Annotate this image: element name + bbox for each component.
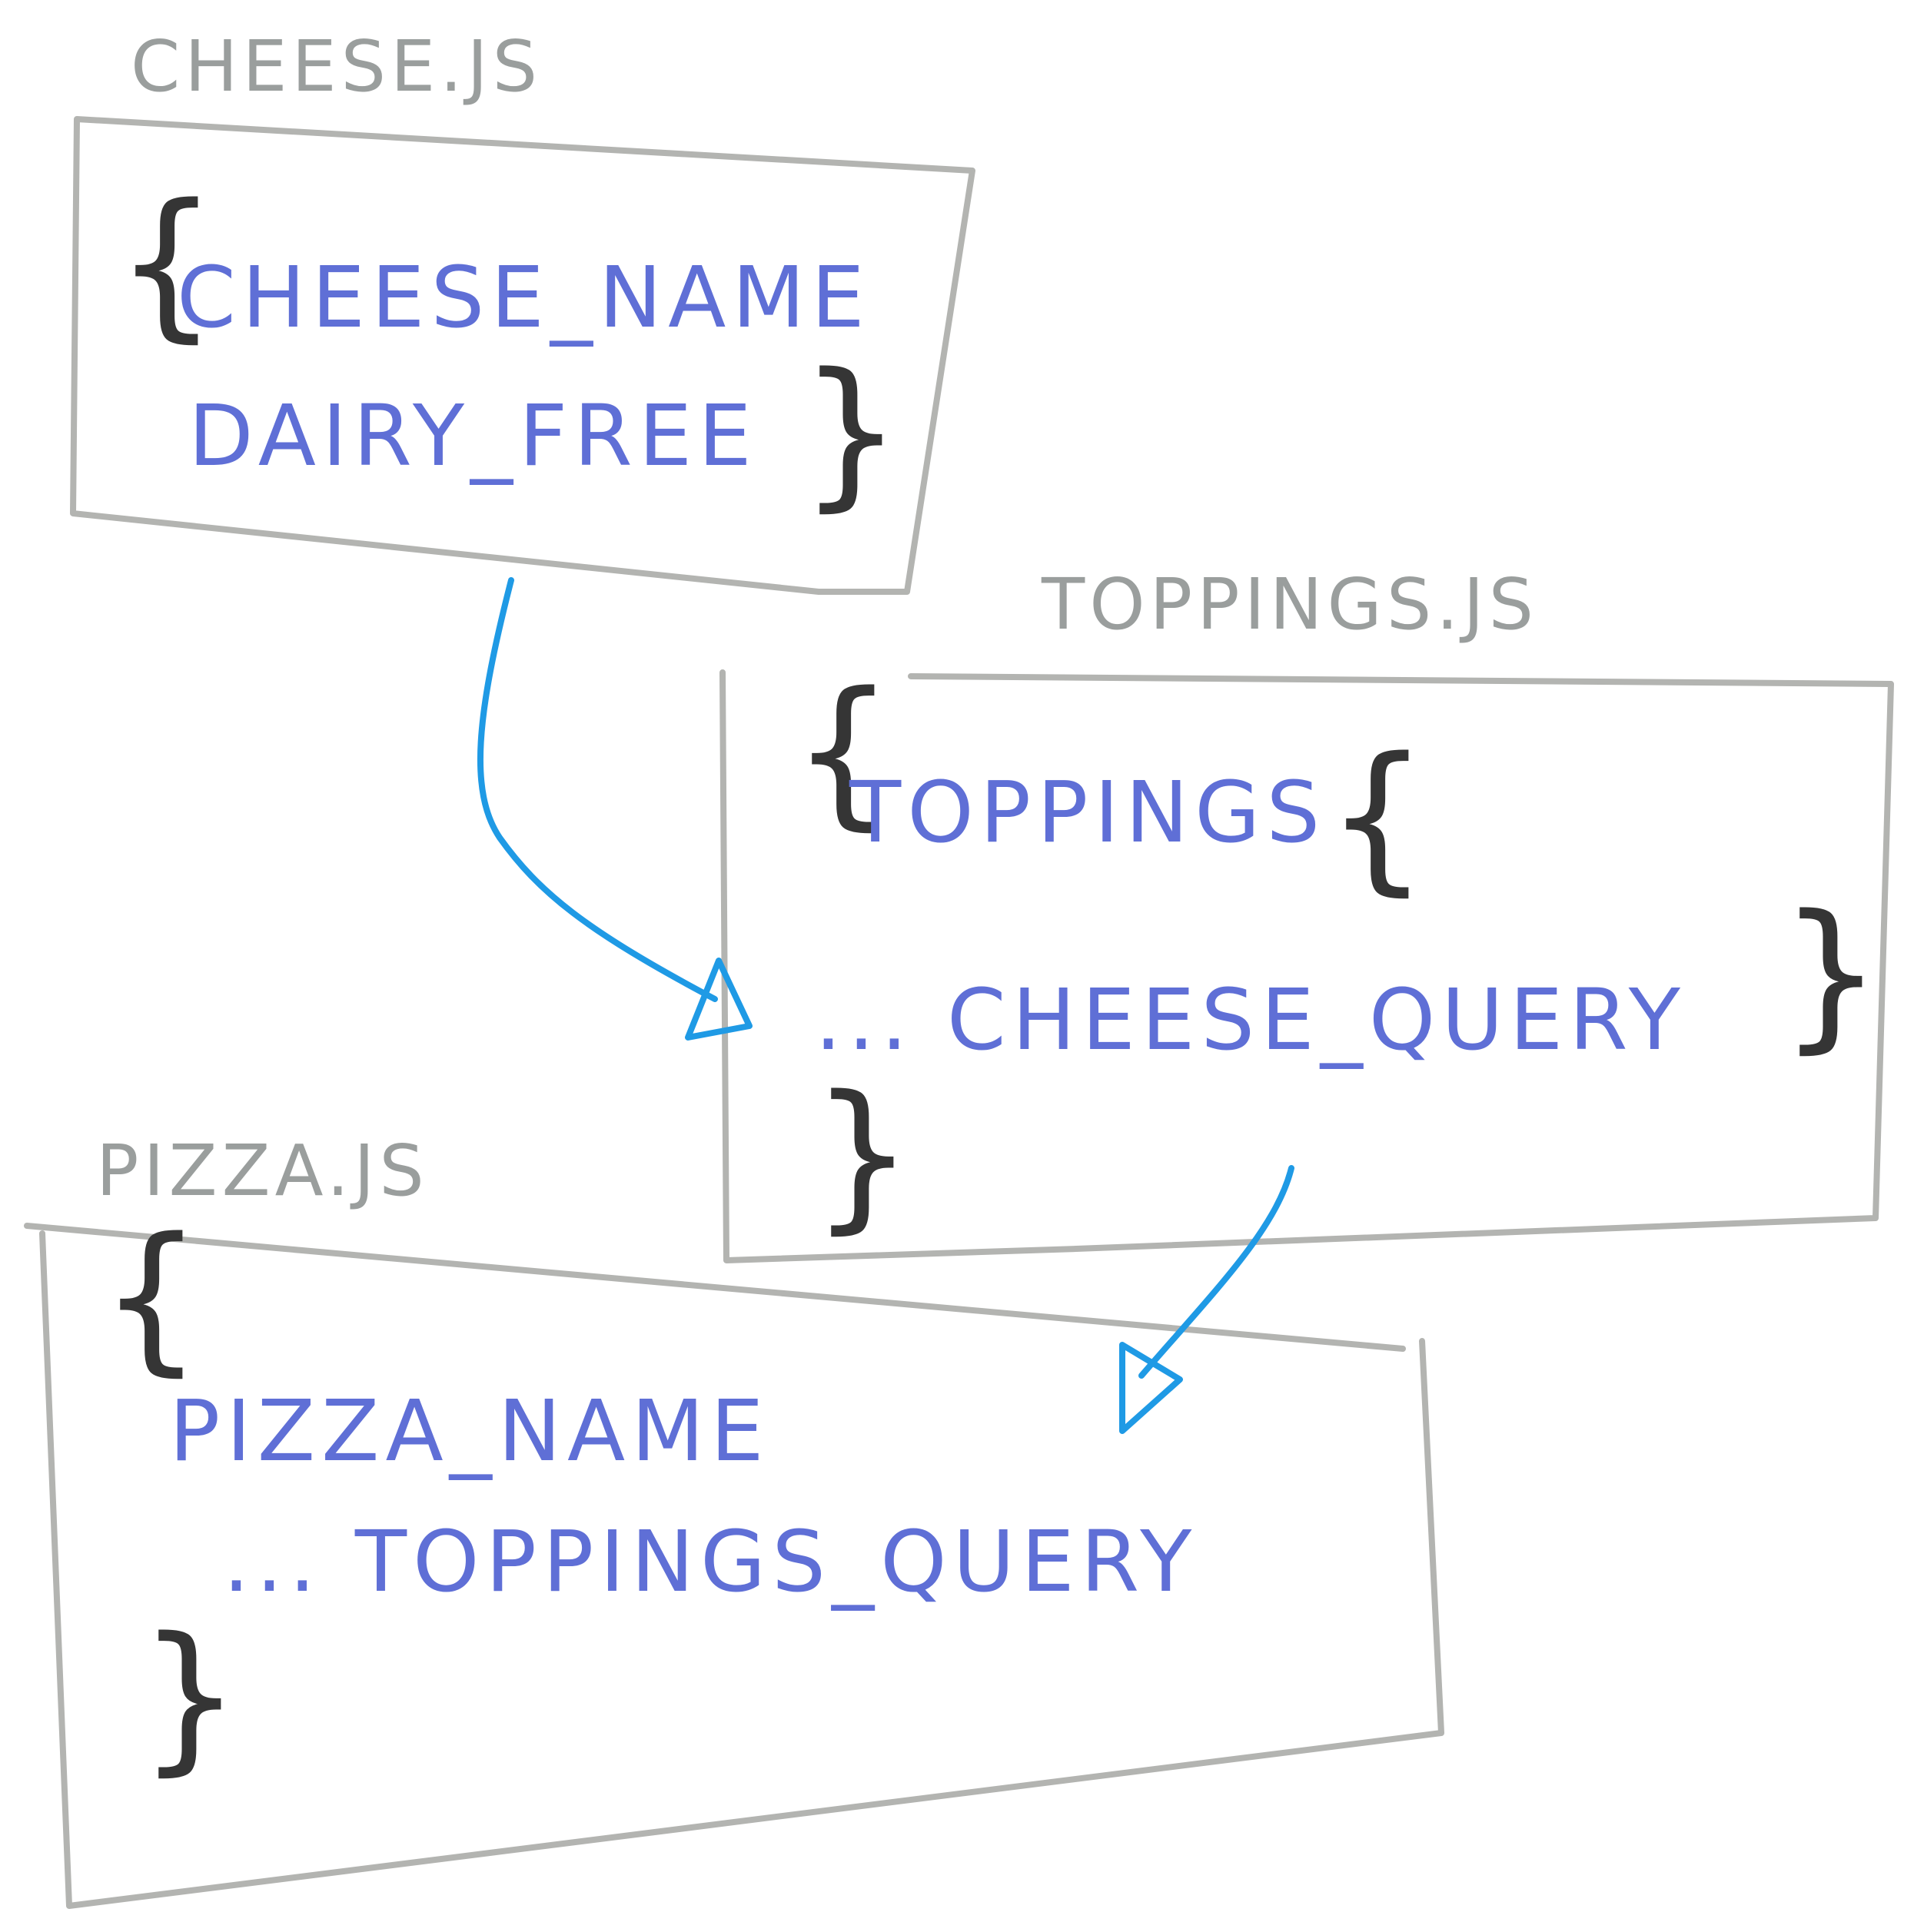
- pizza-close-brace: }: [138, 1602, 241, 1791]
- toppings-field-toppings: TOPPINGS: [849, 763, 1326, 861]
- pizza-field-pizza-name: PIZZA_NAME: [169, 1382, 770, 1480]
- cheese-close-brace: }: [799, 338, 902, 526]
- toppings-spread-cheese-query: ... CHEESE_QUERY: [815, 971, 1686, 1069]
- cheese-file-box: [70, 116, 975, 595]
- pizza-open-brace: {: [100, 1203, 203, 1391]
- pizza-file-box: [24, 1223, 1444, 1909]
- cheese-field-dairy-free: DAIRY_FREE: [188, 387, 758, 485]
- pizza-spread-toppings-query: ... TOPPINGS_QUERY: [223, 1512, 1198, 1611]
- toppings-file-box: [719, 669, 1894, 1263]
- toppings-file-label: TOPPINGS.JS: [1041, 563, 1538, 646]
- pizza-file-label: PIZZA.JS: [96, 1130, 429, 1212]
- toppings-inner-open-brace: {: [1326, 722, 1429, 911]
- arrow-cheese-to-toppings: [477, 577, 753, 1041]
- arrow-toppings-to-pizza: [1119, 1165, 1294, 1434]
- cheese-open-brace: {: [115, 169, 218, 357]
- toppings-close-brace: }: [811, 1061, 914, 1249]
- cheese-field-cheese-name: CHEESE_NAME: [177, 248, 871, 347]
- toppings-inner-close-brace: }: [1779, 880, 1882, 1068]
- toppings-open-brace: {: [792, 657, 895, 845]
- cheese-file-label: CHEESE.JS: [131, 25, 542, 108]
